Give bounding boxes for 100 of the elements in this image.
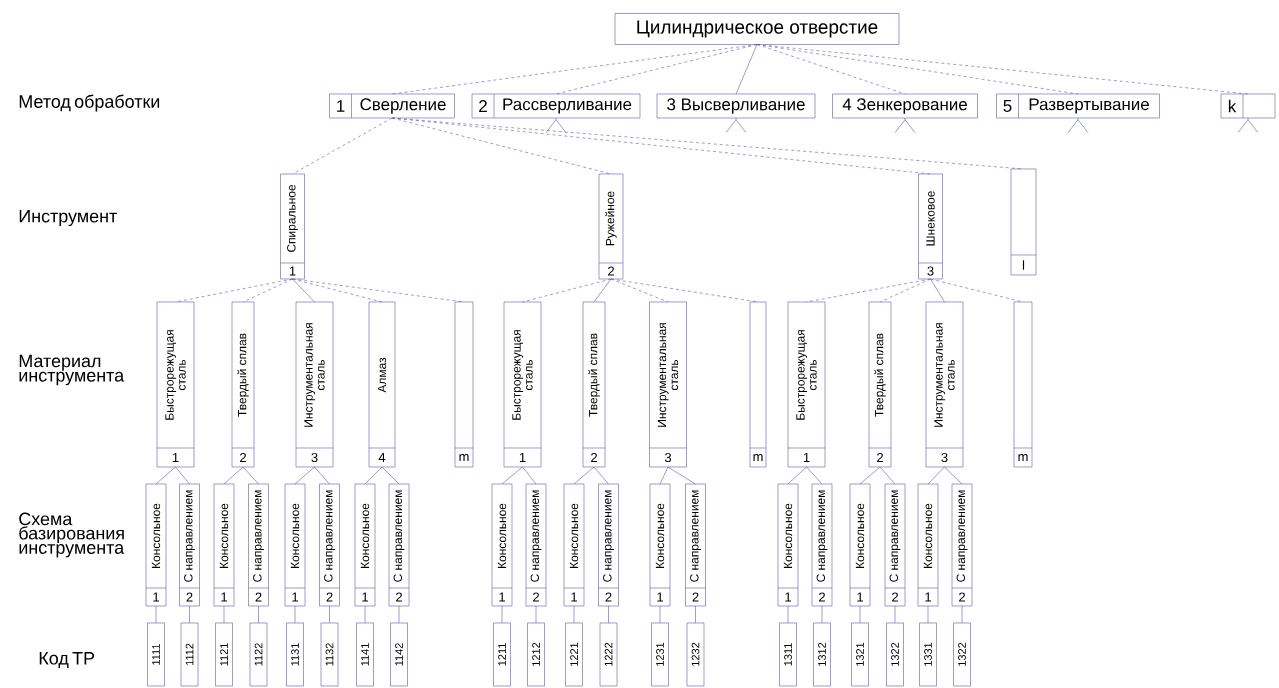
connector-line: [927, 466, 945, 485]
connector-line: [659, 605, 661, 624]
connector-line: [189, 605, 190, 624]
branch-stub: [545, 117, 567, 133]
connector-line: [659, 466, 669, 485]
connector-line: [258, 605, 259, 624]
tree-box: 1 Консольное: [213, 483, 235, 607]
tree-box: 2 С направлением: [525, 483, 547, 607]
connector-line: [294, 466, 315, 485]
tree-box: 2 С направлением: [388, 483, 410, 607]
method-box: 1 Сверление: [329, 93, 455, 119]
connector-line: [859, 605, 861, 624]
tree-box: 2 Твердый сплав: [868, 301, 892, 468]
connector-line: [364, 605, 366, 624]
branch-stub: [1067, 117, 1089, 133]
connector-line: [329, 605, 330, 624]
connector-line: [398, 605, 400, 624]
connector-line: [735, 44, 758, 95]
code-box: 1112: [180, 622, 199, 687]
tree-box: 2 С направлением: [685, 483, 706, 607]
tree-box: 1 Консольное: [849, 483, 871, 607]
code-box: 1221: [565, 622, 583, 687]
code-box: 1321: [851, 622, 869, 687]
connector-line: [364, 466, 383, 485]
code-box: 1222: [599, 622, 618, 687]
connector-line: [501, 466, 523, 485]
tree-box: 1 Быстрорежущая сталь: [156, 301, 195, 468]
root-box: Цилиндрическое отверстие: [614, 13, 900, 45]
connector-line: [314, 466, 330, 485]
connector-line: [806, 466, 823, 485]
connector-line: [930, 278, 945, 303]
tree-box: 2 С направлением: [248, 483, 269, 607]
tree-box: 1 Консольное: [284, 483, 306, 607]
tree-box: 2 С направлением: [179, 483, 200, 607]
tree-box: 2 С направлением: [598, 483, 619, 607]
method-box: 4 Зенкерование: [832, 93, 978, 119]
tree-box: 2 Твердый сплав: [582, 301, 606, 468]
code-box: 1322: [953, 622, 971, 687]
code-box: 1322: [886, 622, 904, 687]
tree-box: 4 Алмаз: [368, 301, 396, 468]
branch-stub: [1237, 117, 1259, 133]
tree-box: 3 Инструментальная сталь: [925, 301, 964, 468]
connector-line: [695, 605, 696, 624]
tree-box: 1 Спиральное: [280, 173, 305, 280]
code-box: 1331: [919, 622, 937, 687]
connector-line: [294, 605, 296, 624]
branch-stub: [894, 117, 916, 133]
code-box: 1311: [779, 622, 797, 687]
tree-box: 2 С направлением: [811, 483, 833, 607]
tree-box: 2 С направлением: [951, 483, 973, 607]
method-box: k: [1220, 93, 1276, 119]
connector-line: [535, 605, 537, 624]
method-box: 2 Рассверливание: [471, 93, 641, 119]
tree-box: 1 Консольное: [649, 483, 671, 607]
code-box: 1212: [527, 622, 545, 687]
tree-box: m: [749, 301, 767, 468]
tree-box: 1 Консольное: [145, 483, 167, 607]
tree-box: 2 Твердый сплав: [231, 301, 255, 468]
tree-box: 1 Быстрорежущая сталь: [787, 301, 826, 468]
level-label: Метод обработки: [19, 94, 160, 112]
tree-box: 3 Инструментальная сталь: [295, 301, 334, 468]
connector-line: [787, 605, 789, 624]
code-box: 1312: [813, 622, 831, 687]
tree-box: 1 Быстрорежущая сталь: [503, 301, 542, 468]
connector-line: [242, 466, 259, 485]
connector-line: [961, 605, 963, 624]
connector-line: [573, 605, 575, 624]
tree-box: m: [454, 301, 474, 468]
method-box: 3 Высверливание: [656, 93, 816, 119]
connector-line: [787, 466, 807, 485]
code-box: 1231: [651, 622, 669, 687]
tree-box: 1 Консольное: [354, 483, 376, 607]
tree-box: 2 С направлением: [319, 483, 340, 607]
code-box: 1121: [215, 622, 233, 687]
connector-line: [522, 466, 537, 485]
connector-line: [894, 605, 896, 624]
connector-line: [608, 605, 609, 624]
code-box: 1122: [249, 622, 268, 687]
connector-line: [223, 605, 225, 624]
tree-box: 3 Шнековое: [918, 173, 943, 280]
code-box: 1142: [390, 622, 408, 687]
tree-box: 2 С направлением: [884, 483, 906, 607]
code-box: 1141: [356, 622, 374, 687]
level-label: Материал инструмента: [19, 354, 125, 386]
branch-stub: [725, 117, 747, 133]
connector-line: [155, 605, 157, 624]
level-label: Схема базирования инструмента: [19, 512, 125, 558]
level-label: Инструмент: [19, 209, 117, 226]
tree-box: 1 Консольное: [777, 483, 799, 607]
connector-line: [944, 466, 963, 485]
connector-line: [292, 278, 315, 303]
connector-line: [879, 466, 896, 485]
code-box: 1111: [147, 622, 165, 687]
connector-line: [175, 466, 190, 485]
connector-line: [593, 466, 609, 485]
tree-box: 2 Ружейное: [598, 173, 624, 280]
level-label: Код ТР: [39, 652, 95, 668]
tree-box: l: [1010, 168, 1037, 276]
connector-line: [381, 466, 400, 485]
tree-box: m: [1013, 301, 1033, 468]
